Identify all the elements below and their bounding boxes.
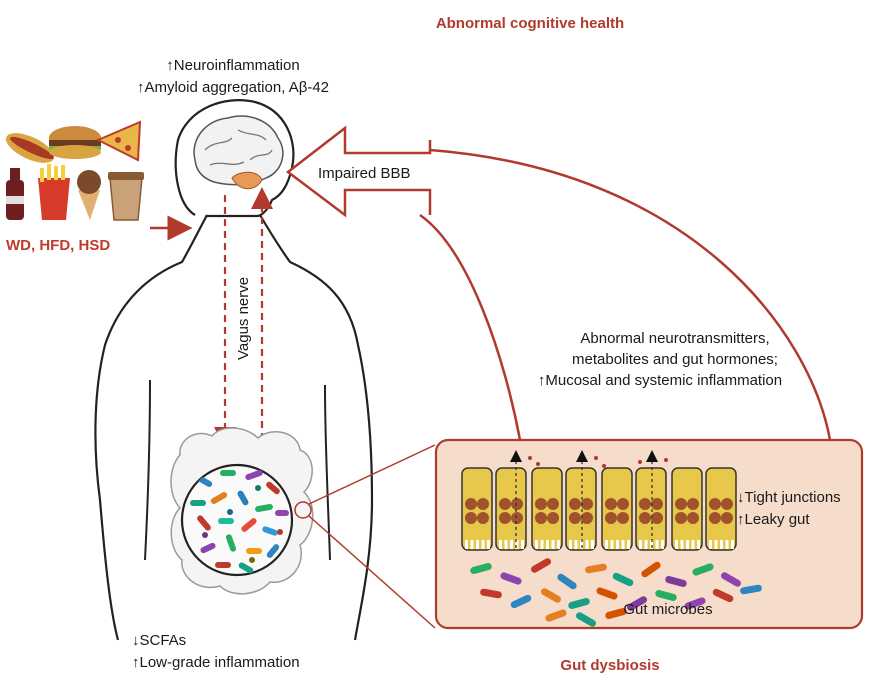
microbe: [568, 598, 590, 609]
epithelial-cell: [601, 467, 633, 551]
zoom-line-top: [308, 444, 436, 505]
brain-icon: [193, 115, 284, 190]
microbe: [585, 563, 607, 574]
gut-microbes-label: Gut microbes: [623, 601, 712, 618]
brain-effect-amyloid: ↑Amyloid aggregation, Aβ-42: [137, 79, 329, 96]
vagus-nerve-label: Vagus nerve: [235, 277, 252, 360]
microbe: [596, 587, 618, 600]
zoom-line-bottom: [308, 515, 436, 629]
signal-line-2: metabolites and gut hormones;: [572, 351, 778, 368]
diagram-title: Abnormal cognitive health: [436, 15, 624, 32]
microbe: [684, 597, 706, 610]
diet-label: WD, HFD, HSD: [6, 237, 110, 254]
gut-effect-inflammation: ↑Low-grade inflammation: [132, 654, 300, 671]
junk-food-icon: [5, 120, 144, 221]
microbe: [692, 563, 714, 576]
epithelial-cell: [635, 467, 667, 551]
microbe: [531, 558, 551, 573]
gut-microbes-cluster: [470, 558, 762, 627]
curve-inner: [419, 213, 522, 441]
zoom-origin: [294, 501, 312, 519]
human-silhouette: [94, 214, 374, 641]
microbe: [557, 573, 577, 590]
microbe: [740, 584, 762, 595]
epithelial-cell: [565, 467, 597, 551]
microbe: [480, 588, 502, 599]
epithelial-cell: [671, 467, 703, 551]
impaired-bbb-label: Impaired BBB: [318, 165, 411, 182]
microbe: [541, 588, 561, 603]
microbe: [655, 590, 677, 601]
microbe: [545, 609, 567, 622]
gut-effect-scfas: ↓SCFAs: [132, 632, 186, 649]
epithelial-cell: [705, 467, 737, 551]
microbe: [665, 576, 687, 587]
microbe: [641, 561, 661, 578]
brain-effect-neuroinflammation: ↑Neuroinflammation: [166, 57, 299, 74]
microbe: [605, 608, 627, 619]
epithelial-cell: [531, 467, 563, 551]
microbiome-circle: [180, 463, 294, 577]
microbe: [576, 612, 596, 627]
signal-line-1: Abnormal neurotransmitters,: [580, 330, 769, 347]
microbe: [612, 572, 634, 587]
microbe: [510, 594, 532, 609]
microbe: [500, 572, 522, 585]
signal-line-3: ↑Mucosal and systemic inflammation: [538, 372, 782, 389]
epithelial-cell: [461, 467, 493, 551]
barrier-effect-tight-junctions: ↓Tight junctions: [737, 489, 841, 506]
barrier-effect-leaky-gut: ↑Leaky gut: [737, 511, 810, 528]
microbe: [627, 596, 647, 611]
epithelial-cell: [495, 467, 527, 551]
gut-lining-panel: [434, 438, 864, 630]
impaired-bbb-arrow: [285, 125, 432, 218]
curve-outer: [429, 148, 832, 441]
microbe: [721, 572, 741, 587]
leak-arrows: [510, 450, 668, 548]
gut-dysbiosis-label: Gut dysbiosis: [560, 657, 659, 674]
microbe: [712, 588, 734, 603]
microbe: [470, 563, 492, 574]
